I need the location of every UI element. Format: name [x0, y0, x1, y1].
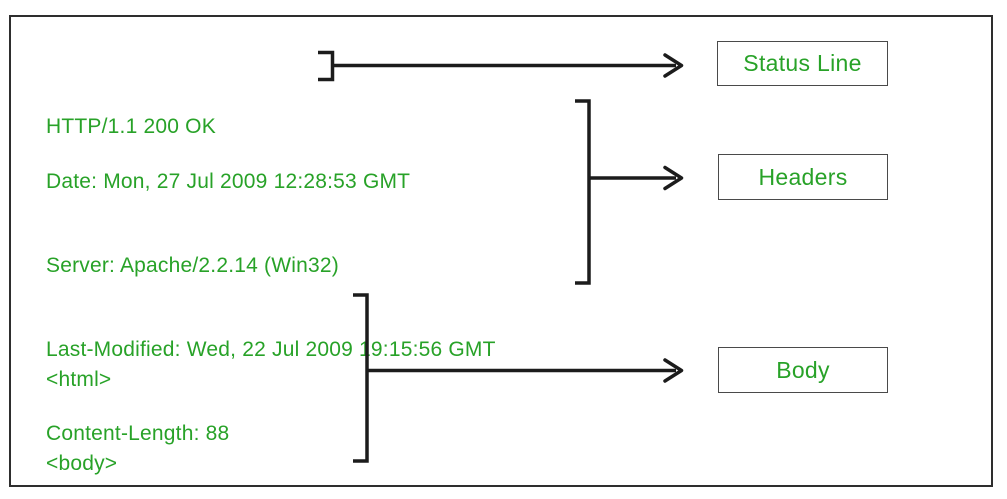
status-line-text: HTTP/1.1 200 OK: [46, 57, 216, 197]
outer-border: [9, 15, 993, 487]
body-label-box: Body: [718, 347, 888, 393]
headers-label-box: Headers: [718, 154, 888, 200]
body-bracket-arrow-icon: [353, 293, 684, 463]
header-line: Server: Apache/2.2.14 (Win32): [46, 254, 339, 277]
header-line: Date: Mon, 27 Jul 2009 12:28:53 GMT: [46, 170, 411, 193]
headers-bracket-arrow-icon: [575, 99, 684, 285]
status-line-label: Status Line: [743, 50, 862, 76]
body-line: <html>: [46, 368, 112, 391]
header-line: Content-Length: 88: [46, 422, 230, 445]
status-line-value: HTTP/1.1 200 OK: [46, 115, 216, 138]
body-line: <body>: [46, 452, 118, 475]
status-line-bracket-arrow-icon: [318, 50, 684, 82]
status-line-label-box: Status Line: [717, 41, 888, 86]
headers-label: Headers: [758, 163, 848, 190]
body-block: <html> <body> <h1>Hello, World!</h1> </b…: [46, 310, 272, 499]
header-line: Last-Modified: Wed, 22 Jul 2009 19:15:56…: [46, 338, 496, 361]
headers-block: Date: Mon, 27 Jul 2009 12:28:53 GMT Serv…: [46, 112, 496, 499]
body-label: Body: [776, 356, 830, 383]
